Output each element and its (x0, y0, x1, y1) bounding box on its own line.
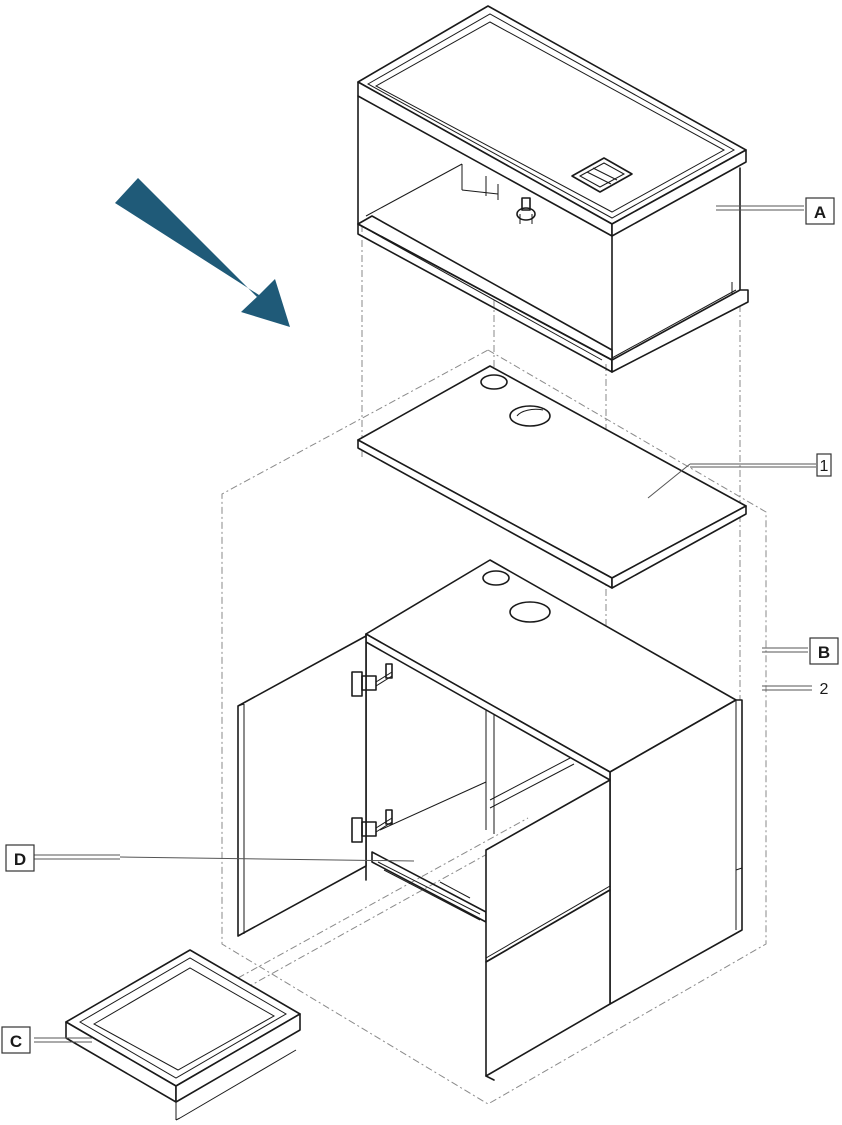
callout-a: A (805, 197, 835, 225)
callout-b-label: B (818, 643, 830, 662)
callout-b: B (809, 637, 839, 665)
leader-lines (34, 205, 816, 1043)
filter-outlet-icon (516, 197, 536, 224)
callout-c: C (1, 1026, 31, 1054)
part-1-label: 1 (820, 458, 829, 475)
callout-d-label: D (14, 850, 26, 869)
part-2: 2 (820, 681, 829, 698)
direction-arrow-icon (115, 178, 290, 327)
aquarium-tank (357, 5, 749, 373)
hinge-icon (351, 809, 393, 843)
hinge-icon (351, 663, 393, 697)
feeder-hatch-icon (571, 157, 633, 193)
top-panel (357, 365, 747, 589)
part-1: 1 (816, 453, 832, 477)
callout-a-label: A (814, 203, 826, 222)
callout-d: D (5, 844, 35, 872)
drawer-box (65, 949, 301, 1121)
drawer-slide (371, 851, 487, 923)
part-2-label: 2 (820, 681, 829, 698)
callout-c-label: C (10, 1032, 22, 1051)
cabinet (237, 559, 743, 1081)
